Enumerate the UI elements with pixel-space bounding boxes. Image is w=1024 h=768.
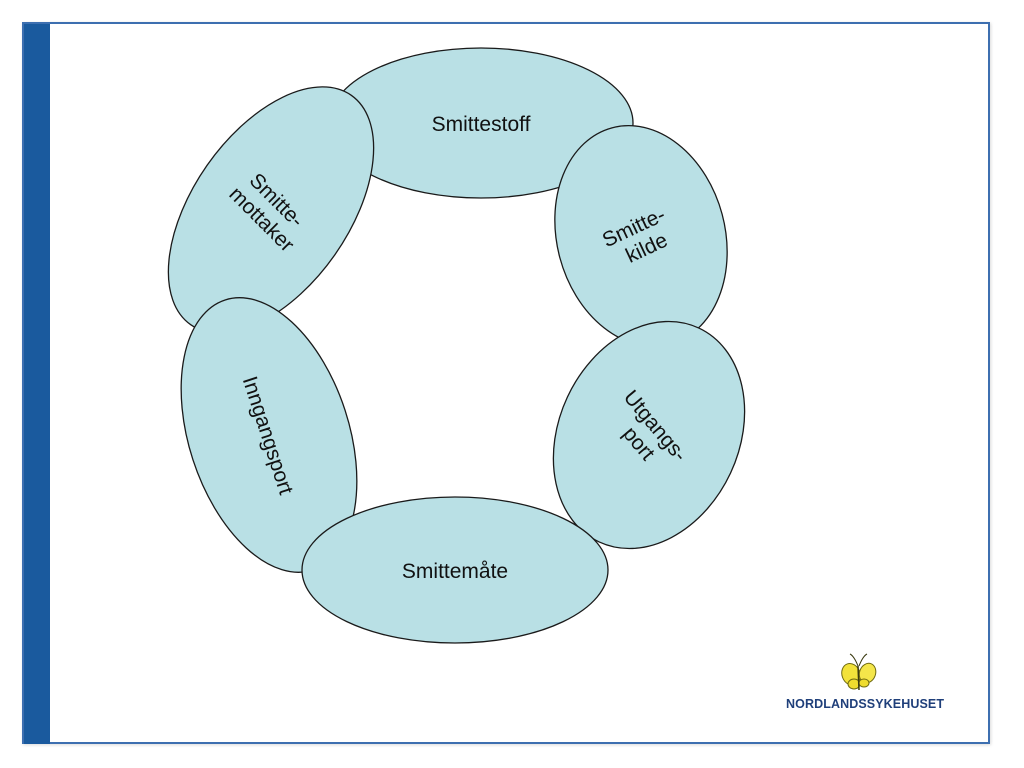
node-utgangsport: Utgangs- port [552, 320, 746, 550]
node-label-line: Smittemåte [402, 560, 508, 583]
node-label: Smittemåte [402, 560, 508, 583]
node-smittestoff: Smittestoff [328, 47, 634, 199]
node-smittemottaker: Smitte- mottaker [167, 86, 375, 334]
butterfly-icon [841, 653, 877, 691]
node-ellipse [167, 86, 375, 334]
slide-sidebar-bar [24, 24, 50, 744]
node-ellipse [552, 320, 746, 550]
node-label: Smittestoff [432, 113, 531, 136]
logo-wordmark: NORDLANDSSYKEHUSET [786, 697, 945, 711]
node-ellipse [301, 496, 609, 644]
node-label-line: Smittestoff [432, 113, 531, 136]
node-smittemate: Smittemåte [301, 496, 609, 644]
node-inngangsport: Inngangsport [180, 297, 358, 573]
node-smittekilde: Smitte- kilde [554, 125, 728, 347]
